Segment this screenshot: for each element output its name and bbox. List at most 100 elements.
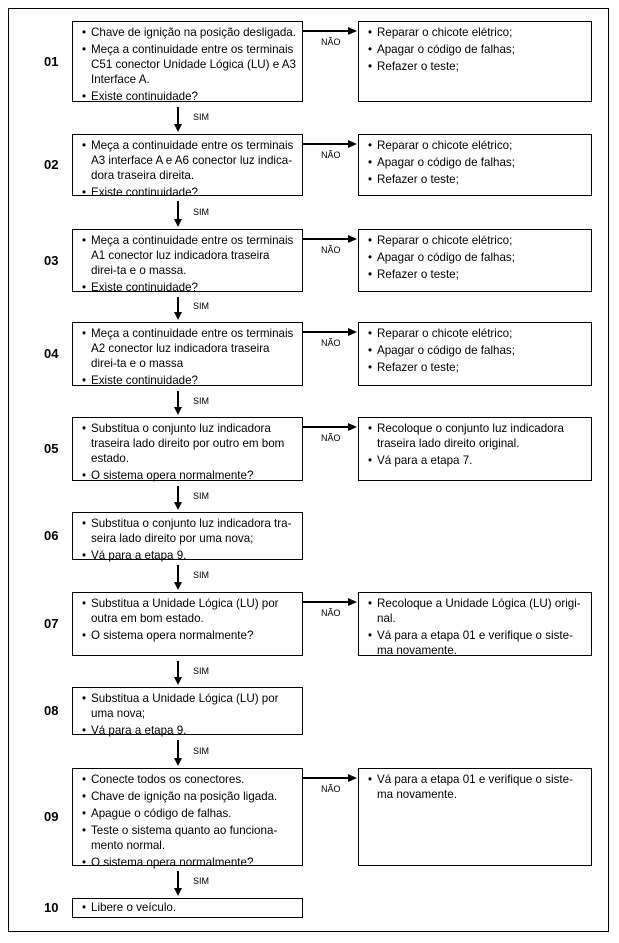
no-label: NÃO [321, 433, 341, 443]
list-item: O sistema opera normalmente? [82, 855, 296, 870]
yes-label: SIM [193, 665, 210, 676]
step-number: 01 [44, 53, 59, 69]
no-action-box: Vá para a etapa 01 e verifique o siste-m… [358, 768, 592, 866]
list-item: Meça a continuidade entre os terminais A… [82, 233, 296, 278]
bullet-list: Meça a continuidade entre os terminais A… [82, 326, 296, 388]
no-action-box: Reparar o chicote elétrico; Apagar o códi… [358, 21, 592, 102]
step-box: Substitua o conjunto luz indicadora tras… [72, 417, 303, 483]
step-box: Conecte todos os conectores. Chave de ign… [72, 768, 303, 870]
list-item: Apagar o código de falhas; [368, 250, 585, 265]
list-item: Reparar o chicote elétrico; [368, 25, 585, 40]
step-box: Substitua a Unidade Lógica (LU) por outr… [72, 592, 303, 656]
list-item: Apagar o código de falhas; [368, 155, 585, 170]
yes-arrow-head [174, 502, 182, 510]
list-item: Apagar o código de falhas; [368, 42, 585, 57]
list-item: Conecte todos os conectores. [82, 772, 296, 787]
yes-label: SIM [193, 490, 210, 501]
bullet-list: Chave de ignição na posição desligada.Me… [82, 25, 296, 104]
no-arrow-head [348, 235, 357, 243]
list-item: Apagar o código de falhas; [368, 343, 585, 358]
list-item: Existe continuidade? [82, 280, 296, 295]
list-item: Existe continuidade? [82, 373, 296, 388]
list-item: O sistema opera normalmente? [82, 628, 296, 643]
no-arrow-head [348, 774, 357, 782]
list-item: O sistema opera normalmente? [82, 468, 296, 483]
yes-arrow-head [174, 582, 182, 590]
list-item: Substitua o conjunto luz indicadora tra-… [82, 516, 296, 546]
step-number: 03 [44, 252, 59, 268]
step-number: 07 [44, 616, 59, 631]
bullet-list: Reparar o chicote elétrico; Apagar o códi… [368, 326, 585, 375]
step-box: Chave de ignição na posição desligada.Me… [72, 21, 303, 104]
no-label: NÃO [321, 245, 341, 255]
no-label: NÃO [321, 338, 341, 348]
step-box: Substitua o conjunto luz indicadora tra-… [72, 512, 303, 563]
yes-label: SIM [193, 570, 210, 580]
step-number: 06 [44, 528, 59, 543]
step-box: Meça a continuidade entre os terminais A… [72, 229, 303, 295]
no-label: NÃO [321, 37, 341, 47]
bullet-list: Meça a continuidade entre os terminais A… [82, 233, 296, 295]
list-item: Chave de ignição na posição ligada. [82, 789, 296, 804]
list-item: Meça a continuidade entre os terminais A… [82, 138, 296, 183]
list-item: Reparar o chicote elétrico; [368, 326, 585, 341]
bullet-list: Conecte todos os conectores. Chave de ign… [82, 772, 296, 870]
bullet-list: Libere o veículo. [82, 900, 296, 915]
yes-arrow-head [174, 407, 182, 415]
list-item: Refazer o teste; [368, 172, 585, 187]
list-item: Existe continuidade? [82, 185, 296, 200]
bullet-list: Substitua o conjunto luz indicadora tra-… [82, 516, 296, 563]
step-box: Substitua a Unidade Lógica (LU) por uma … [72, 687, 303, 738]
no-arrow-head [348, 598, 357, 606]
bullet-list: Reparar o chicote elétrico;Apagar o códi… [368, 138, 585, 187]
list-item: Vá para a etapa 01 e verifique o siste-m… [368, 628, 585, 658]
yes-label: SIM [193, 395, 210, 406]
no-action-box: Recoloque o conjunto luz indicadora tras… [358, 417, 592, 481]
no-label: NÃO [321, 150, 341, 160]
no-action-box: Recoloque a Unidade Lógica (LU) origi-na… [358, 592, 592, 658]
step-box: Meça a continuidade entre os terminais A… [72, 134, 303, 200]
list-item: Recoloque a Unidade Lógica (LU) origi-na… [368, 596, 585, 626]
yes-arrow-head [174, 677, 182, 685]
list-item: Existe continuidade? [82, 89, 296, 104]
no-label: NÃO [321, 784, 341, 794]
list-item: Refazer o teste; [368, 360, 585, 375]
bullet-list: Recoloque o conjunto luz indicadora tras… [368, 421, 585, 468]
bullet-list: Recoloque a Unidade Lógica (LU) origi-na… [368, 596, 585, 658]
step-number: 04 [44, 346, 59, 361]
yes-label: SIM [193, 206, 210, 217]
step-number: 02 [44, 157, 59, 172]
step-number: 05 [44, 441, 59, 456]
diagram-frame [8, 8, 609, 932]
bullet-list: Meça a continuidade entre os terminais A… [82, 138, 296, 200]
list-item: Teste o sistema quanto ao funciona-mento… [82, 823, 296, 853]
list-item: Substitua a Unidade Lógica (LU) por uma … [82, 691, 296, 721]
list-item: Meça a continuidade entre os terminais A… [82, 326, 296, 371]
list-item: Apague o código de falhas. [82, 806, 296, 821]
yes-arrow-head [174, 219, 182, 227]
no-arrow-head [348, 328, 357, 336]
yes-label: SIM [193, 112, 210, 122]
bullet-list: Reparar o chicote elétrico; Apagar o códi… [368, 25, 585, 74]
no-action-box: Reparar o chicote elétrico;Apagar o códi… [358, 134, 592, 196]
step-box: Libere o veículo. [72, 898, 303, 918]
yes-arrow-head [174, 888, 182, 896]
step-number: 10 [44, 900, 59, 915]
list-item: Recoloque o conjunto luz indicadora tras… [368, 421, 585, 451]
list-item: Chave de ignição na posição desligada. [82, 25, 296, 40]
list-item: Refazer o teste; [368, 267, 585, 282]
no-arrow-head [348, 140, 357, 148]
yes-label: SIM [193, 301, 210, 311]
bullet-list: Reparar o chicote elétrico;Apagar o códi… [368, 233, 585, 282]
list-item: Vá para a etapa 7. [368, 453, 585, 468]
bullet-list: Substitua a Unidade Lógica (LU) por uma … [82, 691, 296, 738]
list-item: Refazer o teste; [368, 59, 585, 74]
list-item: Vá para a etapa 9. [82, 548, 296, 563]
yes-arrow-head [174, 312, 182, 320]
step-number: 08 [44, 703, 59, 718]
list-item: Libere o veículo. [82, 900, 296, 915]
no-arrow-head [348, 423, 357, 431]
no-arrow-head [348, 27, 357, 35]
bullet-list: Vá para a etapa 01 e verifique o siste-m… [368, 772, 585, 802]
